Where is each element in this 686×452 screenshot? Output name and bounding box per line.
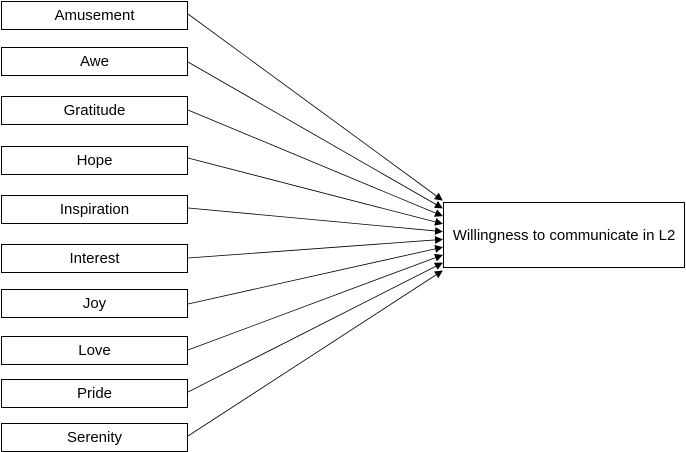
arrow-gratitude-to-target	[187, 109, 443, 217]
source-box-love: Love	[1, 336, 188, 365]
source-box-interest: Interest	[1, 244, 188, 273]
arrow-awe-to-target	[187, 61, 443, 209]
arrow-serenity-to-target	[187, 270, 443, 437]
arrow-hope-to-target	[187, 157, 443, 226]
source-label: Awe	[80, 53, 109, 70]
source-label: Hope	[76, 152, 113, 169]
source-box-serenity: Serenity	[1, 423, 188, 452]
source-box-joy: Joy	[1, 289, 188, 318]
arrow-joy-to-target	[187, 244, 443, 305]
source-box-amusement: Amusement	[1, 1, 188, 30]
arrow-pride-to-target	[187, 262, 443, 393]
source-label: Amusement	[54, 7, 135, 24]
source-label: Inspiration	[59, 201, 130, 218]
source-box-awe: Awe	[1, 47, 188, 76]
source-label: Serenity	[66, 429, 123, 446]
source-label: Joy	[82, 295, 107, 312]
arrow-interest-to-target	[187, 235, 443, 259]
source-box-inspiration: Inspiration	[1, 195, 188, 224]
source-label: Pride	[76, 385, 113, 402]
source-label: Love	[78, 342, 111, 359]
source-box-gratitude: Gratitude	[1, 96, 188, 125]
source-label: Interest	[69, 250, 120, 267]
source-label: Gratitude	[63, 102, 126, 119]
arrow-amusement-to-target	[187, 13, 443, 201]
source-box-hope: Hope	[1, 146, 188, 175]
target-box: Willingness to communicate in L2	[443, 202, 685, 268]
arrow-inspiration-to-target	[187, 207, 443, 235]
target-label: Willingness to communicate in L2	[452, 226, 676, 244]
arrow-love-to-target	[187, 253, 443, 351]
source-box-pride: Pride	[1, 379, 188, 408]
